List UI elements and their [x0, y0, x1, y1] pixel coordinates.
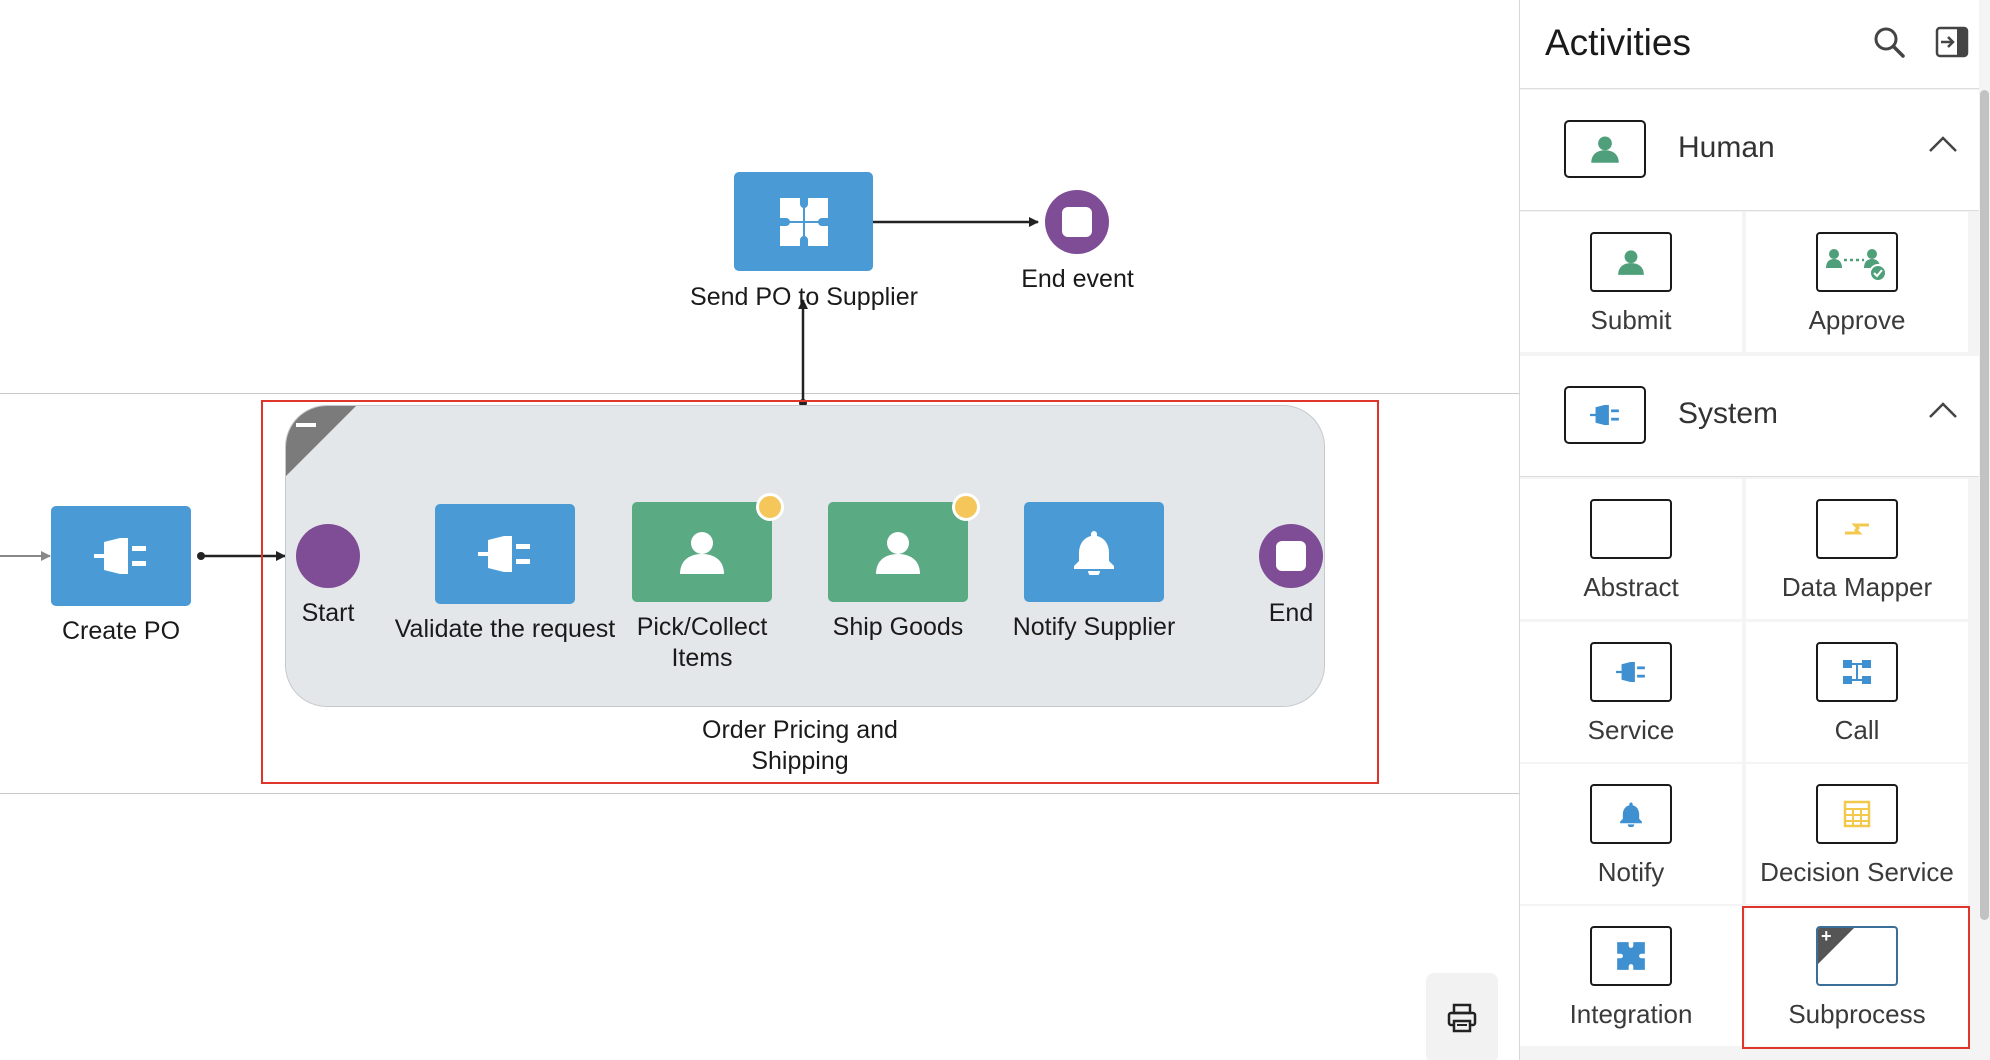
user-icon [680, 532, 724, 574]
node-label: Validate the request [394, 615, 616, 643]
tile-label: Integration [1569, 999, 1693, 1029]
tile-label: Decision Service [1760, 857, 1954, 887]
puzzle-icon [779, 197, 828, 246]
activity-tile-subprocess[interactable]: + Subprocess [1746, 906, 1968, 1046]
status-badge [756, 493, 784, 521]
chevron-up-icon[interactable] [1928, 400, 1958, 425]
service-node-validate[interactable] [435, 504, 575, 604]
start-event[interactable] [296, 524, 360, 588]
notify-node-supplier[interactable] [1024, 502, 1164, 602]
node-label: End [1268, 599, 1314, 627]
node-label: Create PO [61, 617, 181, 645]
activity-tile-decision-service[interactable]: Decision Service [1746, 764, 1968, 904]
plug-icon [1564, 386, 1646, 444]
collapse-corner[interactable] [286, 406, 356, 476]
bell-icon [1074, 531, 1114, 575]
plug-icon [94, 538, 146, 574]
plug-icon [478, 536, 530, 572]
data-mapper-icon [1816, 499, 1898, 559]
tile-label: Approve [1808, 305, 1906, 335]
chevron-up-icon[interactable] [1928, 134, 1958, 159]
node-label: Start [301, 599, 355, 627]
selection-outline [261, 400, 1379, 784]
collapse-panel-icon[interactable] [1932, 22, 1972, 62]
status-badge [952, 493, 980, 521]
node-label: Notify Supplier [1012, 613, 1176, 641]
tile-label: Service [1587, 715, 1675, 745]
activity-tile-abstract[interactable]: Abstract [1520, 479, 1742, 619]
approve-icon [1816, 232, 1898, 292]
plus-icon: + [1821, 926, 1832, 946]
human-node-ship-goods[interactable] [828, 502, 968, 602]
section-title: System [1678, 397, 1779, 430]
user-icon [876, 532, 920, 574]
palette-header: Activities [1520, 0, 1979, 89]
user-icon [1564, 120, 1646, 178]
scrollbar[interactable] [1980, 90, 1989, 920]
tile-label: Notify [1597, 857, 1665, 887]
service-node-create-po[interactable] [51, 506, 191, 606]
section-title: Human [1678, 131, 1775, 164]
swimlane-divider [0, 393, 1519, 394]
activity-tile-data-mapper[interactable]: Data Mapper [1746, 479, 1968, 619]
activity-tile-service[interactable]: Service [1520, 622, 1742, 762]
process-canvas[interactable]: Send PO to Supplier End event Create PO … [0, 0, 1519, 1060]
node-label: Ship Goods [832, 613, 964, 641]
node-label: Send PO to Supplier [690, 283, 918, 311]
plug-icon [1590, 642, 1672, 702]
tile-label: Submit [1590, 305, 1672, 335]
section-human[interactable]: Human [1520, 90, 1979, 211]
call-icon [1816, 642, 1898, 702]
activity-tile-integration[interactable]: Integration [1520, 906, 1742, 1046]
print-button[interactable] [1426, 973, 1498, 1060]
subprocess-label: Order Pricing and Shipping [702, 716, 898, 775]
section-system[interactable]: System [1520, 356, 1979, 477]
activity-tile-notify[interactable]: Notify [1520, 764, 1742, 904]
node-label: End event [1021, 265, 1134, 293]
subprocess-icon: + [1816, 926, 1898, 986]
node-label: Pick/Collect Items [636, 613, 768, 672]
tile-label: Call [1834, 715, 1880, 745]
end-event[interactable] [1259, 524, 1323, 588]
search-icon[interactable] [1869, 22, 1909, 62]
activities-palette: Activities Human Submi [1519, 0, 1990, 1060]
tile-label: Subprocess [1788, 999, 1926, 1029]
abstract-icon [1590, 499, 1672, 559]
puzzle-icon [1590, 926, 1672, 986]
user-icon [1590, 232, 1672, 292]
swimlane-divider [0, 793, 1519, 794]
palette-title: Activities [1545, 22, 1691, 63]
table-icon [1816, 784, 1898, 844]
bell-icon [1590, 784, 1672, 844]
human-node-pick-collect[interactable] [632, 502, 772, 602]
activity-tile-approve[interactable]: Approve [1746, 212, 1968, 352]
tile-label: Abstract [1583, 572, 1679, 602]
activity-tile-submit[interactable]: Submit [1520, 212, 1742, 352]
selection-outline [1742, 906, 1970, 1049]
end-event[interactable] [1045, 190, 1109, 254]
tile-label: Data Mapper [1781, 572, 1933, 602]
activity-tile-call[interactable]: Call [1746, 622, 1968, 762]
printer-icon [1447, 1003, 1477, 1033]
minus-icon[interactable] [296, 423, 316, 427]
integration-node-send-po[interactable] [734, 172, 873, 271]
